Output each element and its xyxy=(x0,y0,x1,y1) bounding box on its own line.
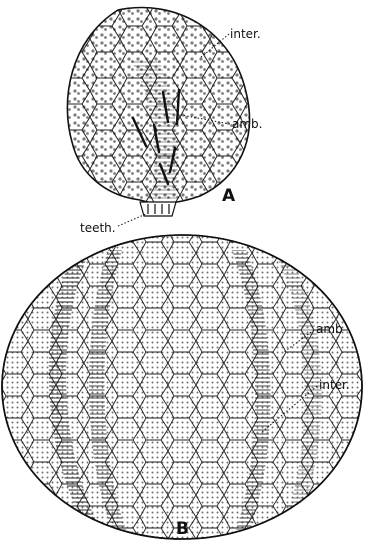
label-amb-a: amb. xyxy=(232,117,262,131)
label-teeth: teeth. xyxy=(80,221,116,235)
leader-teeth xyxy=(118,214,146,226)
label-inter-b: inter. xyxy=(319,378,350,392)
teeth xyxy=(140,202,176,216)
panel-b-test: amb inter. B xyxy=(0,230,365,541)
panel-a-test: inter. amb. teeth. A xyxy=(60,0,262,235)
label-amb-b: amb xyxy=(316,322,343,336)
panel-b-letter: B xyxy=(176,519,189,539)
label-inter-a: inter. xyxy=(230,27,261,41)
panel-a-letter: A xyxy=(222,186,236,206)
